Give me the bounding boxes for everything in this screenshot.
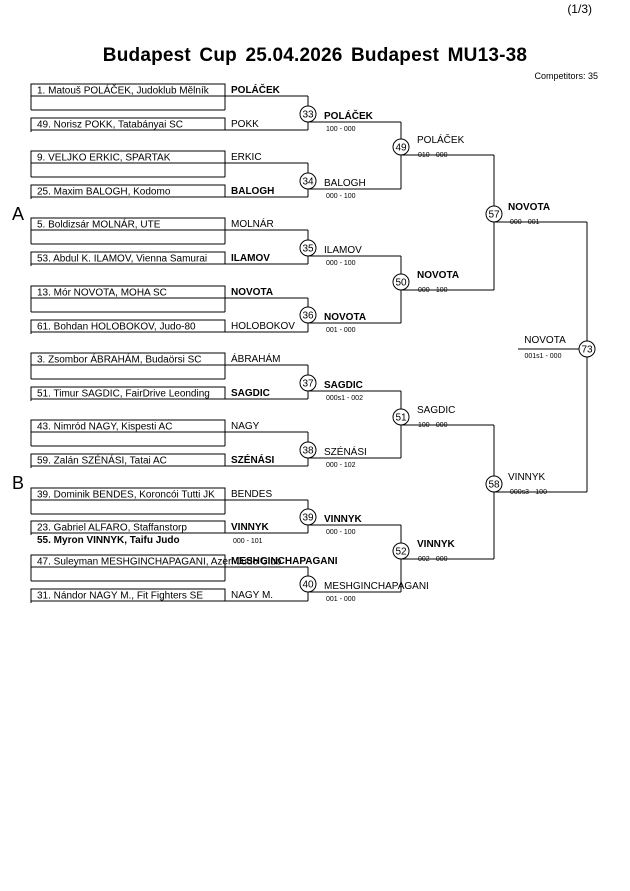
r1-score: 000 - 100 bbox=[326, 260, 356, 267]
r0-name: ÁBRAHÁM bbox=[231, 352, 280, 365]
entry-box bbox=[30, 150, 226, 164]
r1-match-circle-number: 38 bbox=[302, 446, 314, 457]
entry-label: 53. Abdul K. ILAMOV, Vienna Samurai bbox=[37, 254, 207, 265]
entry-label: 3. Zsombor ÁBRAHÁM, Budaörsi SC bbox=[37, 353, 202, 366]
r0-name: MOLNÁR bbox=[231, 217, 274, 230]
r0-name: VINNYK bbox=[231, 522, 270, 533]
r1-name: ILAMOV bbox=[324, 245, 362, 256]
r1-match-circle-number: 39 bbox=[302, 513, 314, 524]
r0-name: NAGY M. bbox=[231, 590, 273, 601]
entry-label: 47. Suleyman MESHGINCHAPAGANI, Azeri Jud… bbox=[37, 557, 282, 568]
r1-name: SAGDIC bbox=[324, 380, 363, 391]
r2-match-circle-number: 52 bbox=[395, 547, 407, 558]
r3-name: NOVOTA bbox=[508, 202, 550, 213]
r3-name: VINNYK bbox=[508, 472, 546, 483]
entry-box bbox=[30, 419, 226, 433]
r2-score: 002 - 000 bbox=[418, 556, 448, 563]
entry-label: 31. Nándor NAGY M., Fit Fighters SE bbox=[37, 591, 203, 602]
entry-box bbox=[30, 352, 226, 366]
r0-name: BENDES bbox=[231, 489, 272, 500]
r1-name: NOVOTA bbox=[324, 312, 366, 323]
r1-score: 000 - 102 bbox=[326, 462, 356, 469]
entry-label: 1. Matouš POLÁČEK, Judoklub Mělník bbox=[37, 84, 210, 97]
r1-score: 000s1 - 002 bbox=[326, 395, 363, 402]
r3-score: 000s3 - 100 bbox=[510, 489, 547, 496]
r1-name: MESHGINCHAPAGANI bbox=[324, 581, 429, 592]
r1-match-circle-number: 40 bbox=[302, 580, 314, 591]
r1-match-circle-number: 33 bbox=[302, 110, 314, 121]
r2-match-circle-number: 49 bbox=[395, 143, 407, 154]
r2-name: VINNYK bbox=[417, 539, 456, 550]
r0-name: HOLOBOKOV bbox=[231, 321, 295, 332]
entry-label: 43. Nimród NAGY, Kispesti AC bbox=[37, 422, 172, 433]
r1-name: SZÉNÁSI bbox=[324, 445, 367, 458]
final-match-circle-number: 73 bbox=[581, 345, 593, 356]
r1-score: 000 - 100 bbox=[326, 529, 356, 536]
final-name: NOVOTA bbox=[524, 335, 566, 346]
entry-box bbox=[30, 487, 226, 501]
r1-match-circle-number: 34 bbox=[302, 177, 314, 188]
r0-name: BALOGH bbox=[231, 186, 274, 197]
entry-box bbox=[30, 217, 226, 231]
entry-box bbox=[30, 285, 226, 299]
extra-match-score: 000 - 101 bbox=[233, 538, 263, 545]
r1-score: 001 - 000 bbox=[326, 327, 356, 334]
r1-name: VINNYK bbox=[324, 514, 363, 525]
extra-match-label: 55. Myron VINNYK, Taifu Judo bbox=[37, 535, 180, 546]
entry-label: 59. Zalán SZÉNÁSI, Tatai AC bbox=[37, 454, 167, 467]
pool-label-b: B bbox=[12, 473, 25, 493]
r1-match-circle-number: 37 bbox=[302, 379, 314, 390]
r0-name: NAGY bbox=[231, 421, 260, 432]
r2-name: POLÁČEK bbox=[417, 133, 465, 146]
r0-name: POKK bbox=[231, 119, 259, 130]
r2-match-circle-number: 50 bbox=[395, 278, 407, 289]
r3-score: 000 - 001 bbox=[510, 219, 540, 226]
entry-label: 25. Maxim BALOGH, Kodomo bbox=[37, 187, 171, 198]
r0-name: MESHGINCHAPAGANI bbox=[231, 556, 338, 567]
r1-score: 000 - 100 bbox=[326, 193, 356, 200]
entry-label: 51. Timur SAGDIC, FairDrive Leonding bbox=[37, 389, 210, 400]
r0-name: POLÁČEK bbox=[231, 83, 281, 96]
entry-label: 61. Bohdan HOLOBOKOV, Judo-80 bbox=[37, 322, 196, 333]
entry-label: 13. Mór NOVOTA, MOHA SC bbox=[37, 288, 167, 299]
r1-match-circle-number: 35 bbox=[302, 244, 314, 255]
r2-name: SAGDIC bbox=[417, 405, 455, 416]
entry-label: 23. Gabriel ALFARO, Staffanstorp bbox=[37, 523, 187, 534]
entry-label: 5. Boldizsár MOLNÁR, UTE bbox=[37, 218, 161, 231]
page-title: Budapest Cup 25.04.2026 Budapest MU13-38 bbox=[102, 45, 528, 66]
competitors-count: Competitors: 35 bbox=[534, 71, 598, 81]
r1-name: BALOGH bbox=[324, 178, 366, 189]
r1-score: 001 - 000 bbox=[326, 596, 356, 603]
r0-name: ERKIC bbox=[231, 152, 262, 163]
entry-label: 49. Norisz POKK, Tatabányai SC bbox=[37, 120, 183, 131]
entry-label: 9. VELJKO ERKIC, SPARTAK bbox=[37, 153, 171, 164]
r3-match-circle-number: 58 bbox=[488, 480, 500, 491]
r1-match-circle-number: 36 bbox=[302, 311, 314, 322]
r0-name: SZÉNÁSI bbox=[231, 453, 275, 466]
r1-score: 100 - 000 bbox=[326, 126, 356, 133]
r2-score: 000 - 100 bbox=[418, 287, 448, 294]
r0-name: NOVOTA bbox=[231, 287, 273, 298]
r2-name: NOVOTA bbox=[417, 270, 459, 281]
entry-box bbox=[30, 83, 226, 97]
r2-score: 010 - 000 bbox=[418, 152, 448, 159]
r0-name: ILAMOV bbox=[231, 253, 270, 264]
r2-match-circle-number: 51 bbox=[395, 413, 407, 424]
r1-name: POLÁČEK bbox=[324, 109, 374, 122]
final-score: 001s1 - 000 bbox=[525, 353, 562, 360]
r3-match-circle-number: 57 bbox=[488, 210, 500, 221]
r2-score: 100 - 000 bbox=[418, 422, 448, 429]
page-indicator: (1/3) bbox=[567, 2, 592, 16]
entry-box bbox=[30, 554, 226, 568]
entry-label: 39. Dominik BENDES, Koroncói Tutti JK bbox=[37, 490, 215, 501]
r0-name: SAGDIC bbox=[231, 388, 270, 399]
pool-label-a: A bbox=[12, 204, 25, 224]
